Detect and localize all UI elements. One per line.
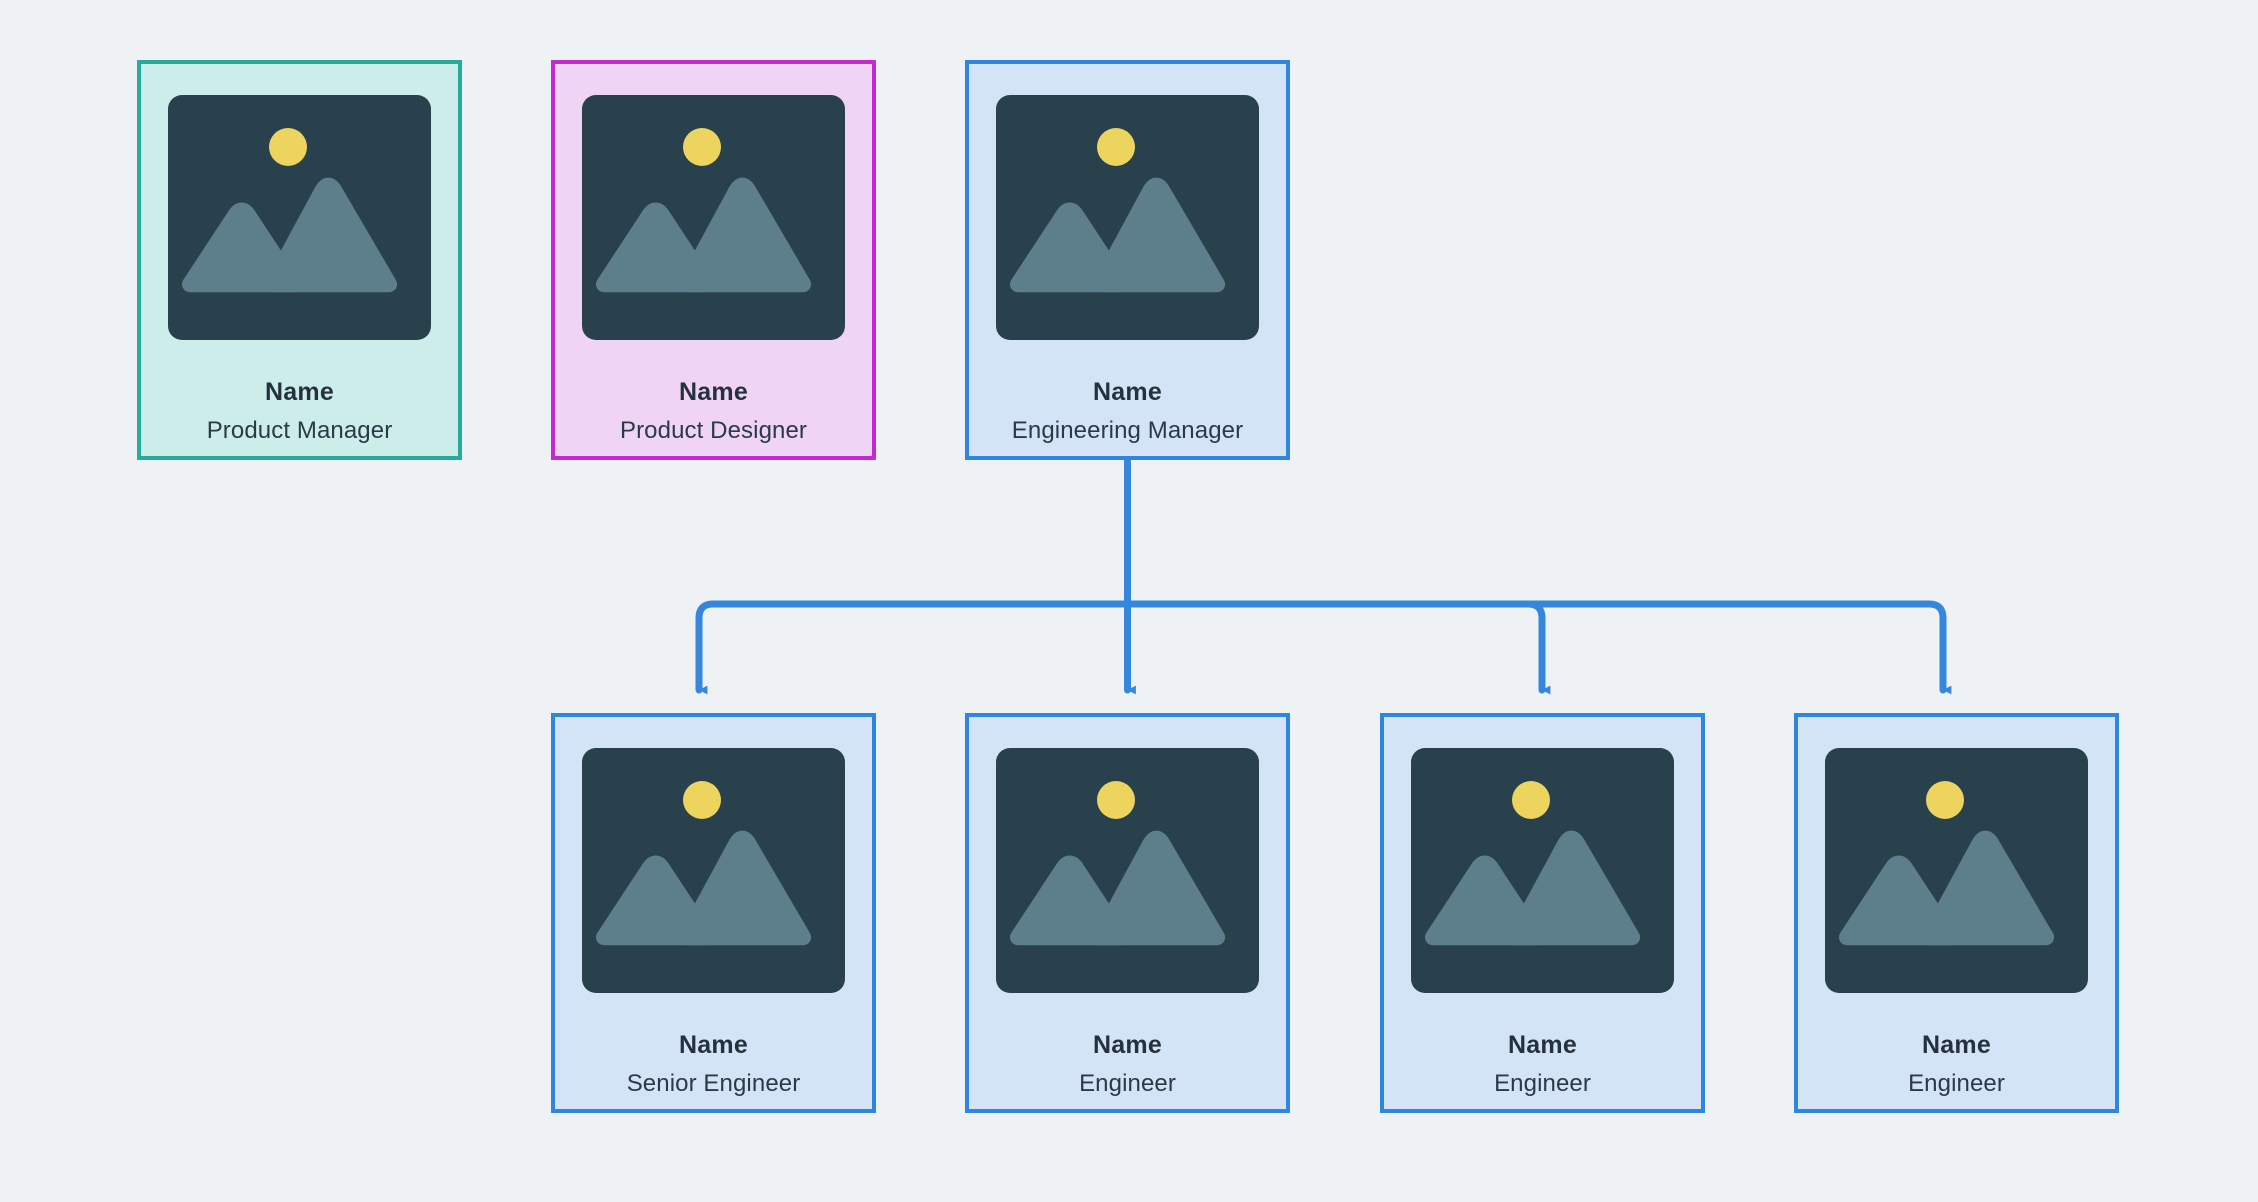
image-placeholder-icon — [1825, 748, 2088, 993]
mountains-icon — [1009, 177, 1226, 293]
sun-icon — [1097, 781, 1135, 819]
mountains-icon — [1009, 830, 1226, 946]
person-role: Engineer — [1079, 1070, 1176, 1097]
mountains-icon — [181, 177, 398, 293]
sun-icon — [683, 128, 721, 166]
image-placeholder-icon — [582, 748, 845, 993]
sun-icon — [1512, 781, 1550, 819]
mountains-icon — [595, 830, 812, 946]
person-role: Engineering Manager — [1011, 417, 1244, 444]
image-placeholder-icon — [996, 95, 1259, 340]
sun-icon — [269, 128, 307, 166]
person-name: Name — [1093, 378, 1162, 406]
image-placeholder-icon — [168, 95, 431, 340]
person-role: Engineer — [1908, 1070, 2005, 1097]
person-name: Name — [679, 1031, 748, 1059]
mountains-icon — [1424, 830, 1641, 946]
person-name: Name — [1922, 1031, 1991, 1059]
person-name: Name — [679, 378, 748, 406]
sun-icon — [1926, 781, 1964, 819]
mountains-icon — [595, 177, 812, 293]
mountains-icon — [1838, 830, 2055, 946]
person-name: Name — [1508, 1031, 1577, 1059]
image-placeholder-icon — [996, 748, 1259, 993]
image-placeholder-icon — [582, 95, 845, 340]
connector-em-to-engineer-2 — [1124, 600, 1551, 695]
person-name: Name — [1093, 1031, 1162, 1059]
connector-em-to-engineer-3 — [1124, 600, 1952, 695]
person-role: Engineer — [1494, 1070, 1591, 1097]
person-role: Product Manager — [206, 417, 393, 444]
sun-icon — [683, 781, 721, 819]
sun-icon — [1097, 128, 1135, 166]
person-name: Name — [265, 378, 334, 406]
person-role: Senior Engineer — [626, 1070, 801, 1097]
person-role: Product Designer — [619, 417, 808, 444]
image-placeholder-icon — [1411, 748, 1674, 993]
connector-em-to-senior-engineer — [695, 600, 1131, 695]
